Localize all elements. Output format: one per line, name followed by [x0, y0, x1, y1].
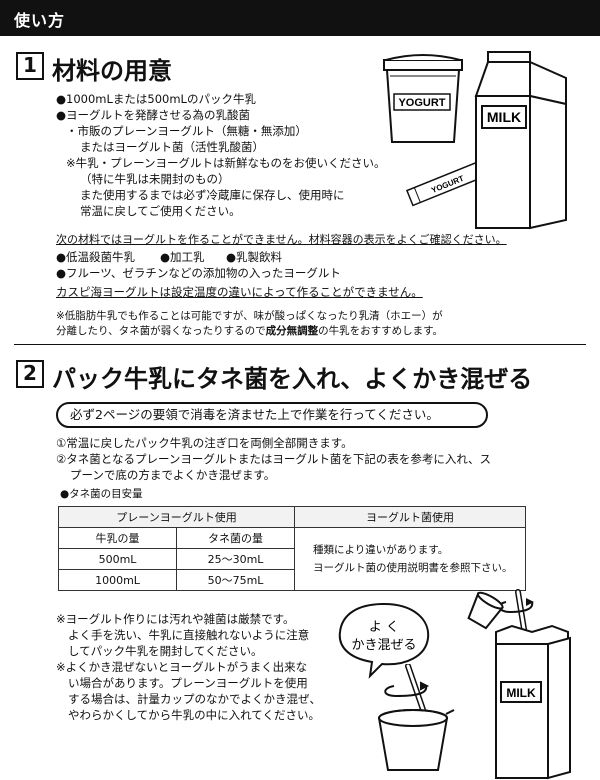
- lowfat-note-1: ※低脂肪牛乳でも作ることは可能ですが、味が酸っぱくなったり乳清（ホエー）が: [56, 310, 443, 322]
- stir-arrow-icon: [419, 681, 430, 691]
- s2-note-2: してパック牛乳を開封してください。: [68, 644, 263, 658]
- row-milk-cell: 1000mL: [58, 569, 177, 591]
- col-milk-header: 牛乳の量: [58, 527, 177, 549]
- s1-item-7: 常温に戻してご使用ください。: [80, 204, 241, 218]
- section-divider: [14, 344, 586, 345]
- open-milk-carton-illustration: MILK: [467, 589, 571, 780]
- section2-number: 2: [16, 360, 44, 388]
- s2-note-3: ※よくかき混ぜないとヨーグルトがうまく出来な: [56, 660, 308, 674]
- ng-item-row2: ●フルーツ、ゼラチンなどの添加物の入ったヨーグルト: [56, 266, 341, 280]
- step-1: ①常温に戻したパック牛乳の注ぎ口を両側全部開きます。: [56, 436, 353, 450]
- bubble-line-2: かき混ぜる: [351, 638, 416, 653]
- lowfat-note-2b: 成分無調整: [265, 325, 319, 337]
- section1-number: 1: [16, 52, 44, 80]
- milk-carton-illustration: MILK: [474, 51, 567, 230]
- ng-item-1: ●加工乳: [160, 250, 205, 264]
- sanitize-notice: 必ず2ページの要領で消毒を済ませた上で作業を行ってください。: [56, 402, 488, 428]
- s2-note-0: ※ヨーグルト作りには汚れや雑菌は厳禁です。: [56, 612, 295, 626]
- tane-amount-table: プレーンヨーグルト使用 ヨーグルト菌使用 牛乳の量 タネ菌の量 種類により違いが…: [58, 506, 526, 591]
- lowfat-note-2a: 分離したり、タネ菌が弱くなったりするので: [56, 325, 266, 337]
- col-tane-header: タネ菌の量: [176, 527, 295, 549]
- section1-title: 材料の用意: [52, 57, 172, 85]
- header-title: 使い方: [14, 11, 66, 30]
- culture-note-1: 種類により違いがあります。: [313, 544, 449, 556]
- yogurt-container-label: YOGURT: [398, 97, 445, 109]
- s1-item-0: ●1000mLまたは500mLのパック牛乳: [56, 92, 256, 106]
- lowfat-note-2: 分離したり、タネ菌が弱くなったりするので成分無調整の牛乳をおすすめします。: [56, 324, 443, 339]
- culture-note: 種類により違いがあります。 ヨーグルト菌の使用説明書を参照下さい。: [294, 527, 526, 591]
- s1-item-5: （特に牛乳は未開封のもの）: [80, 172, 230, 186]
- s1-item-4: ※牛乳・プレーンヨーグルトは新鮮なものをお使いください。: [66, 156, 386, 170]
- step-2b: プーンで底の方までよくかき混ぜます。: [70, 468, 276, 482]
- row-milk-cell: 500mL: [58, 548, 177, 570]
- s1-item-3: またはヨーグルト菌（活性乳酸菌）: [80, 140, 264, 154]
- s1-item-6: また使用するまでは必ず冷蔵庫に保存し、使用時に: [80, 188, 345, 202]
- s2-note-4: い場合があります。プレーンヨーグルトを使用: [68, 676, 308, 690]
- s2-note-5: する場合は、計量カップのなかでよくかき混ぜ、: [68, 692, 321, 706]
- s1-item-1: ●ヨーグルトを発酵させる為の乳酸菌: [56, 108, 251, 122]
- ng-item-2: ●乳製飲料: [226, 250, 283, 264]
- row-tane-cell: 25～30mL: [176, 548, 295, 570]
- speech-bubble: よ く かき混ぜる: [338, 602, 430, 679]
- culture-header: ヨーグルト菌使用: [294, 506, 526, 528]
- stir-arrow-icon-2: [526, 598, 534, 606]
- ng-item-0: ●低温殺菌牛乳: [56, 250, 136, 264]
- culture-note-2: ヨーグルト菌の使用説明書を参照下さい。: [313, 562, 513, 574]
- step-2a: ②タネ菌となるプレーンヨーグルトまたはヨーグルト菌を下記の表を参考に入れ、ス: [56, 452, 492, 466]
- caspian-line: カスピ海ヨーグルトは設定温度の違いによって作ることができません。: [56, 285, 423, 299]
- s1-warning-line: 次の材料ではヨーグルトを作ることができません。材料容器の表示をよくご確認ください…: [56, 233, 507, 246]
- lowfat-note-2c: の牛乳をおすすめします。: [318, 325, 444, 337]
- row-tane-cell: 50～75mL: [176, 569, 295, 591]
- s2-note-1: よく手を洗い、牛乳に直接触れないように注意: [68, 628, 310, 642]
- s2-note-6: やわらかくしてから牛乳の中に入れてください。: [68, 708, 320, 722]
- milk-label: MILK: [487, 109, 521, 125]
- carton-label: MILK: [506, 686, 536, 700]
- bubble-line-1: よ く: [369, 620, 399, 635]
- header-bar: 使い方: [0, 0, 600, 36]
- measuring-cup-illustration: [378, 664, 455, 771]
- table-row: 1000mL 50～75mL: [58, 569, 526, 591]
- table-caption: ●タネ菌の目安量: [60, 488, 143, 500]
- yogurt-container-illustration: YOGURT: [383, 54, 463, 143]
- s1-item-2: ・市販のプレーンヨーグルト（無糖・無添加）: [66, 124, 307, 138]
- section2-title: パック牛乳にタネ菌を入れ、よくかき混ぜる: [52, 365, 533, 393]
- plain-header: プレーンヨーグルト使用: [58, 506, 295, 528]
